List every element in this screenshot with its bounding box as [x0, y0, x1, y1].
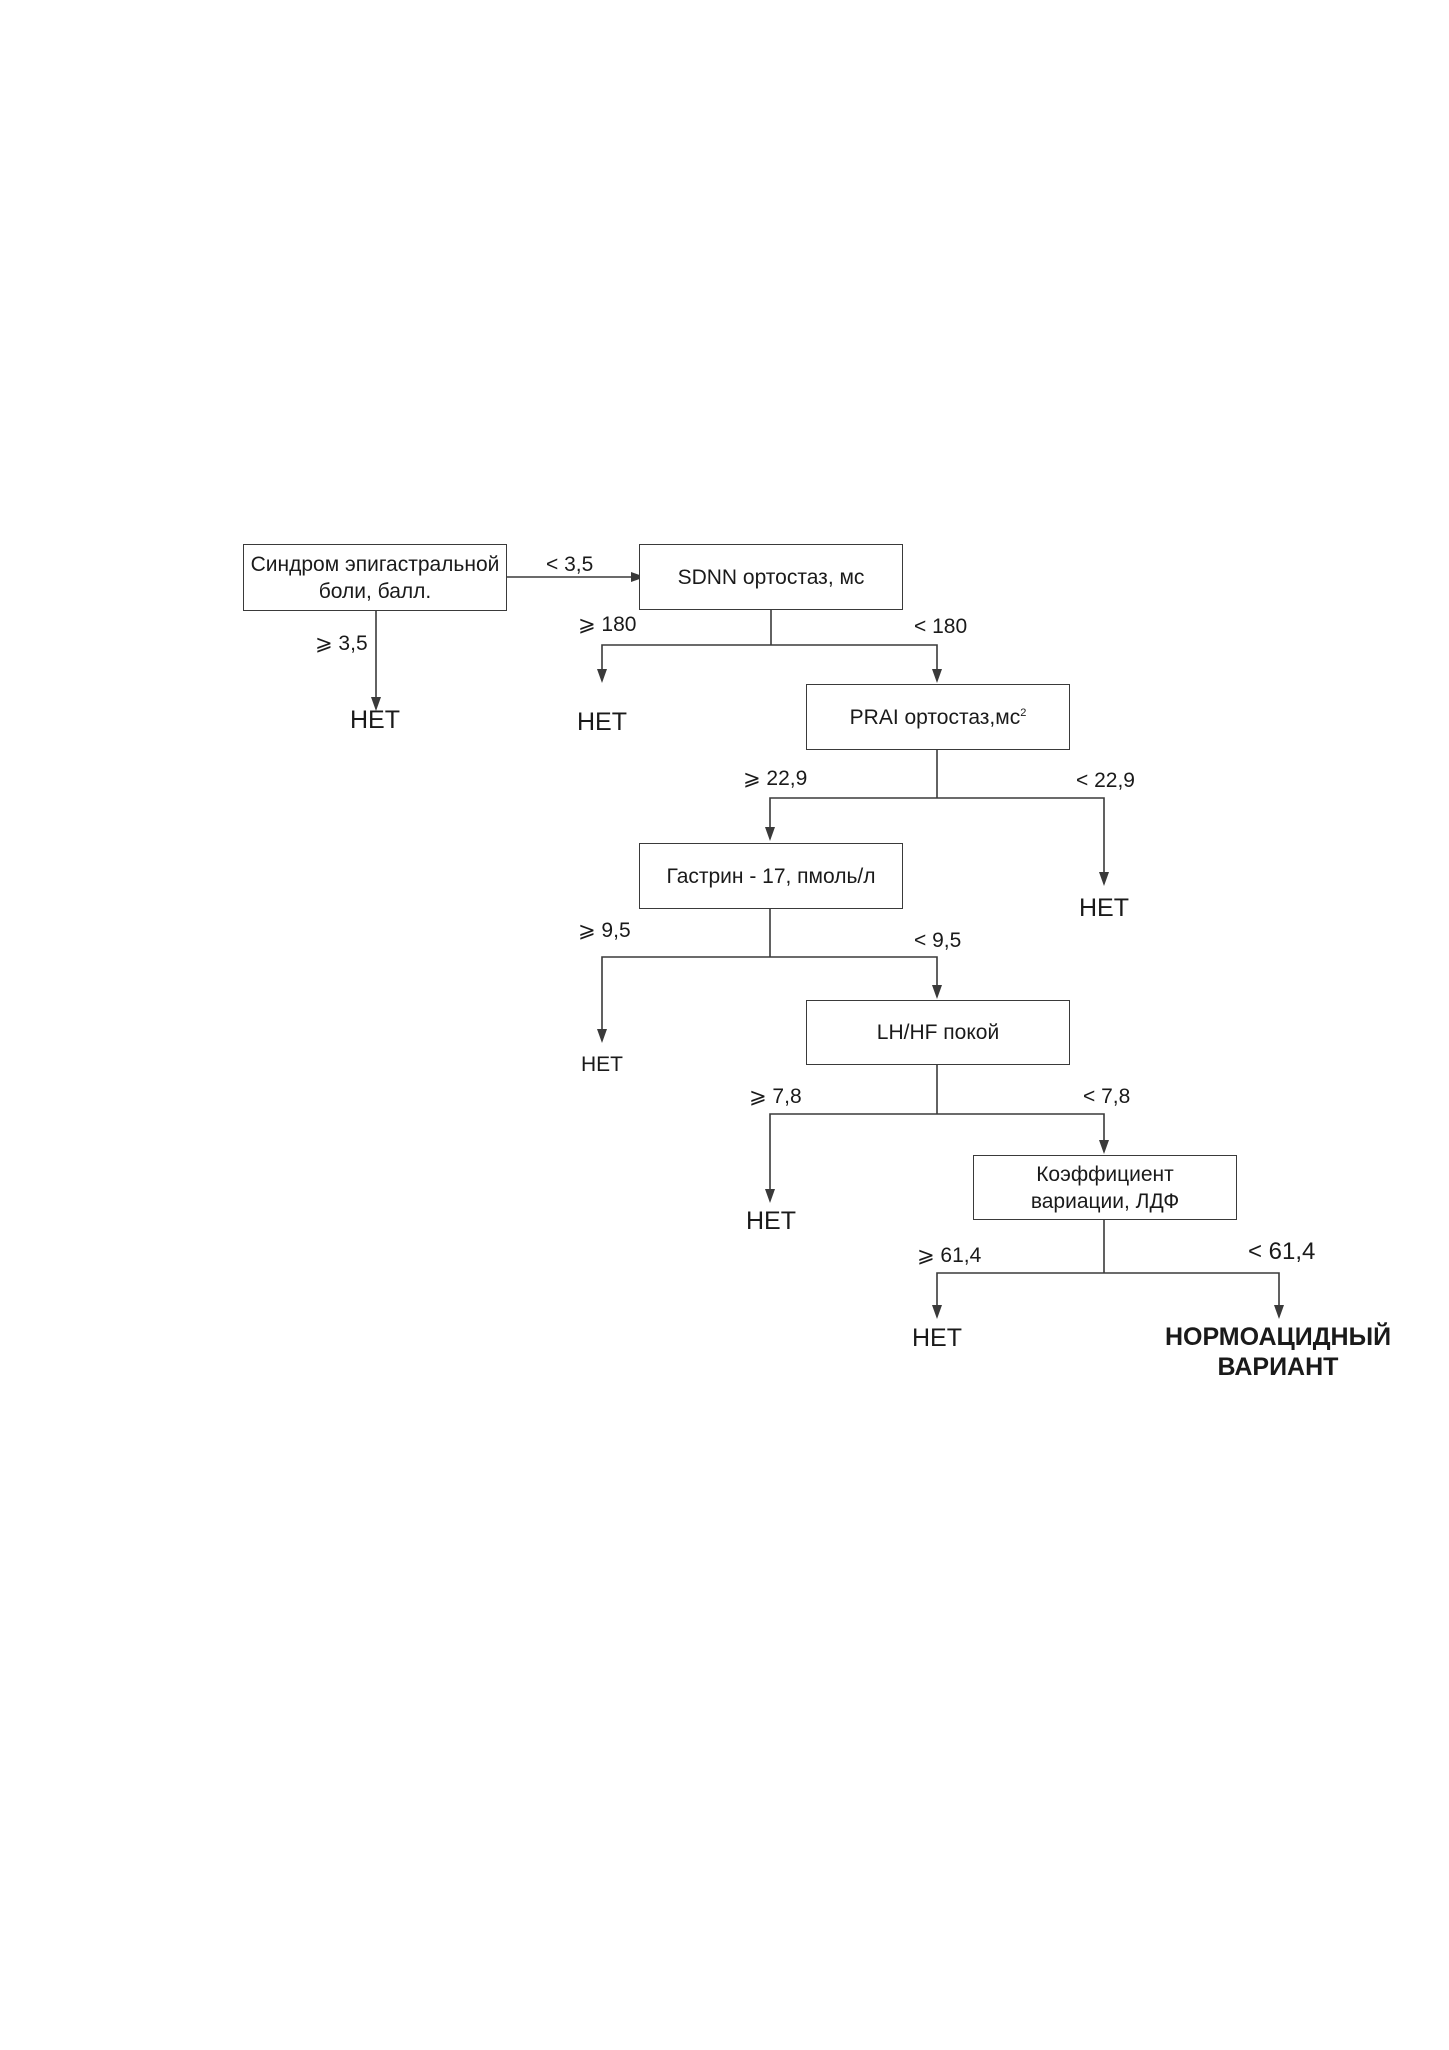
node-lfhf-label: LH/HF покой	[876, 1021, 1000, 1044]
edge-gastrin-right	[770, 956, 938, 988]
node-gastrin: Гастрин - 17, пмоль/л	[639, 843, 903, 909]
node-sdnn: SDNN ортостаз, мс	[639, 544, 903, 610]
outcome-no-prai: НЕТ	[1079, 894, 1129, 922]
arrowhead	[1274, 1305, 1284, 1319]
outcome-no-lfhf: НЕТ	[746, 1207, 796, 1235]
arrowhead	[932, 669, 942, 683]
outcome-no-ldf: НЕТ	[912, 1324, 962, 1352]
edge-ldf-left	[936, 1272, 1104, 1308]
edge-sdnn-left	[601, 644, 771, 672]
edge-label-ldf-ge: ⩾ 61,4	[917, 1244, 982, 1267]
node-epigastric-pain: Синдром эпигастральной боли, балл.	[243, 544, 507, 611]
edge-ldf-right	[1104, 1272, 1280, 1308]
node-ldf: Коэффициент вариации, ЛДФ	[973, 1155, 1237, 1220]
arrowhead	[765, 1189, 775, 1203]
edge-label-gastrin-lt: < 9,5	[914, 929, 962, 952]
node-lfhf: LH/HF покой	[806, 1000, 1070, 1065]
arrowhead	[932, 1305, 942, 1319]
arrowhead	[932, 985, 942, 999]
edge-lfhf-right	[937, 1113, 1105, 1143]
edge-label-sdnn-lt: < 180	[914, 615, 968, 638]
node-prai: PRAI ортостаз,мс2	[806, 684, 1070, 750]
node-gastrin-label: Гастрин - 17, пмоль/л	[666, 864, 876, 888]
node-prai-label: PRAI ортостаз,мс2	[850, 704, 1027, 731]
arrowhead	[597, 669, 607, 683]
node-ldf-label: Коэффициент вариации, ЛДФ	[1030, 1162, 1180, 1213]
arrowhead	[765, 827, 775, 841]
edge-label-epigastric-ge: ⩾ 3,5	[315, 632, 368, 655]
outcome-normoacid-variant: НОРМОАЦИДНЫЙ ВАРИАНТ	[1164, 1323, 1392, 1381]
edge-label-prai-ge: ⩾ 22,9	[743, 767, 808, 790]
outcome-no-epigastric: НЕТ	[350, 706, 400, 734]
edge-lfhf-left	[769, 1113, 937, 1192]
arrowhead	[1099, 1140, 1109, 1154]
node-prai-text: PRAI ортостаз,мс	[849, 705, 1021, 729]
edge-label-sdnn-ge: ⩾ 180	[578, 613, 637, 636]
edge-label-lfhf-lt: < 7,8	[1083, 1085, 1131, 1108]
node-epigastric-pain-label: Синдром эпигастральной боли, балл.	[250, 552, 500, 603]
arrowhead	[1099, 872, 1109, 886]
outcome-no-sdnn: НЕТ	[577, 708, 627, 736]
edge-sdnn-right	[771, 644, 938, 672]
edge-label-prai-lt: < 22,9	[1076, 769, 1135, 792]
edge-label-gastrin-ge: ⩾ 9,5	[578, 919, 631, 942]
arrowhead	[371, 697, 381, 711]
edge-gastrin-left	[601, 956, 770, 1032]
edge-label-epigastric-lt: < 3,5	[546, 553, 594, 576]
edge-label-ldf-lt: < 61,4	[1248, 1238, 1316, 1265]
edge-prai-right	[937, 797, 1105, 875]
edge-prai-left	[769, 797, 937, 830]
outcome-no-gastrin: НЕТ	[581, 1053, 623, 1076]
arrowhead	[597, 1029, 607, 1043]
node-sdnn-label: SDNN ортостаз, мс	[677, 565, 865, 589]
edge-label-lfhf-ge: ⩾ 7,8	[749, 1085, 802, 1108]
node-prai-superscript: 2	[1020, 706, 1027, 719]
arrowhead	[631, 572, 645, 582]
